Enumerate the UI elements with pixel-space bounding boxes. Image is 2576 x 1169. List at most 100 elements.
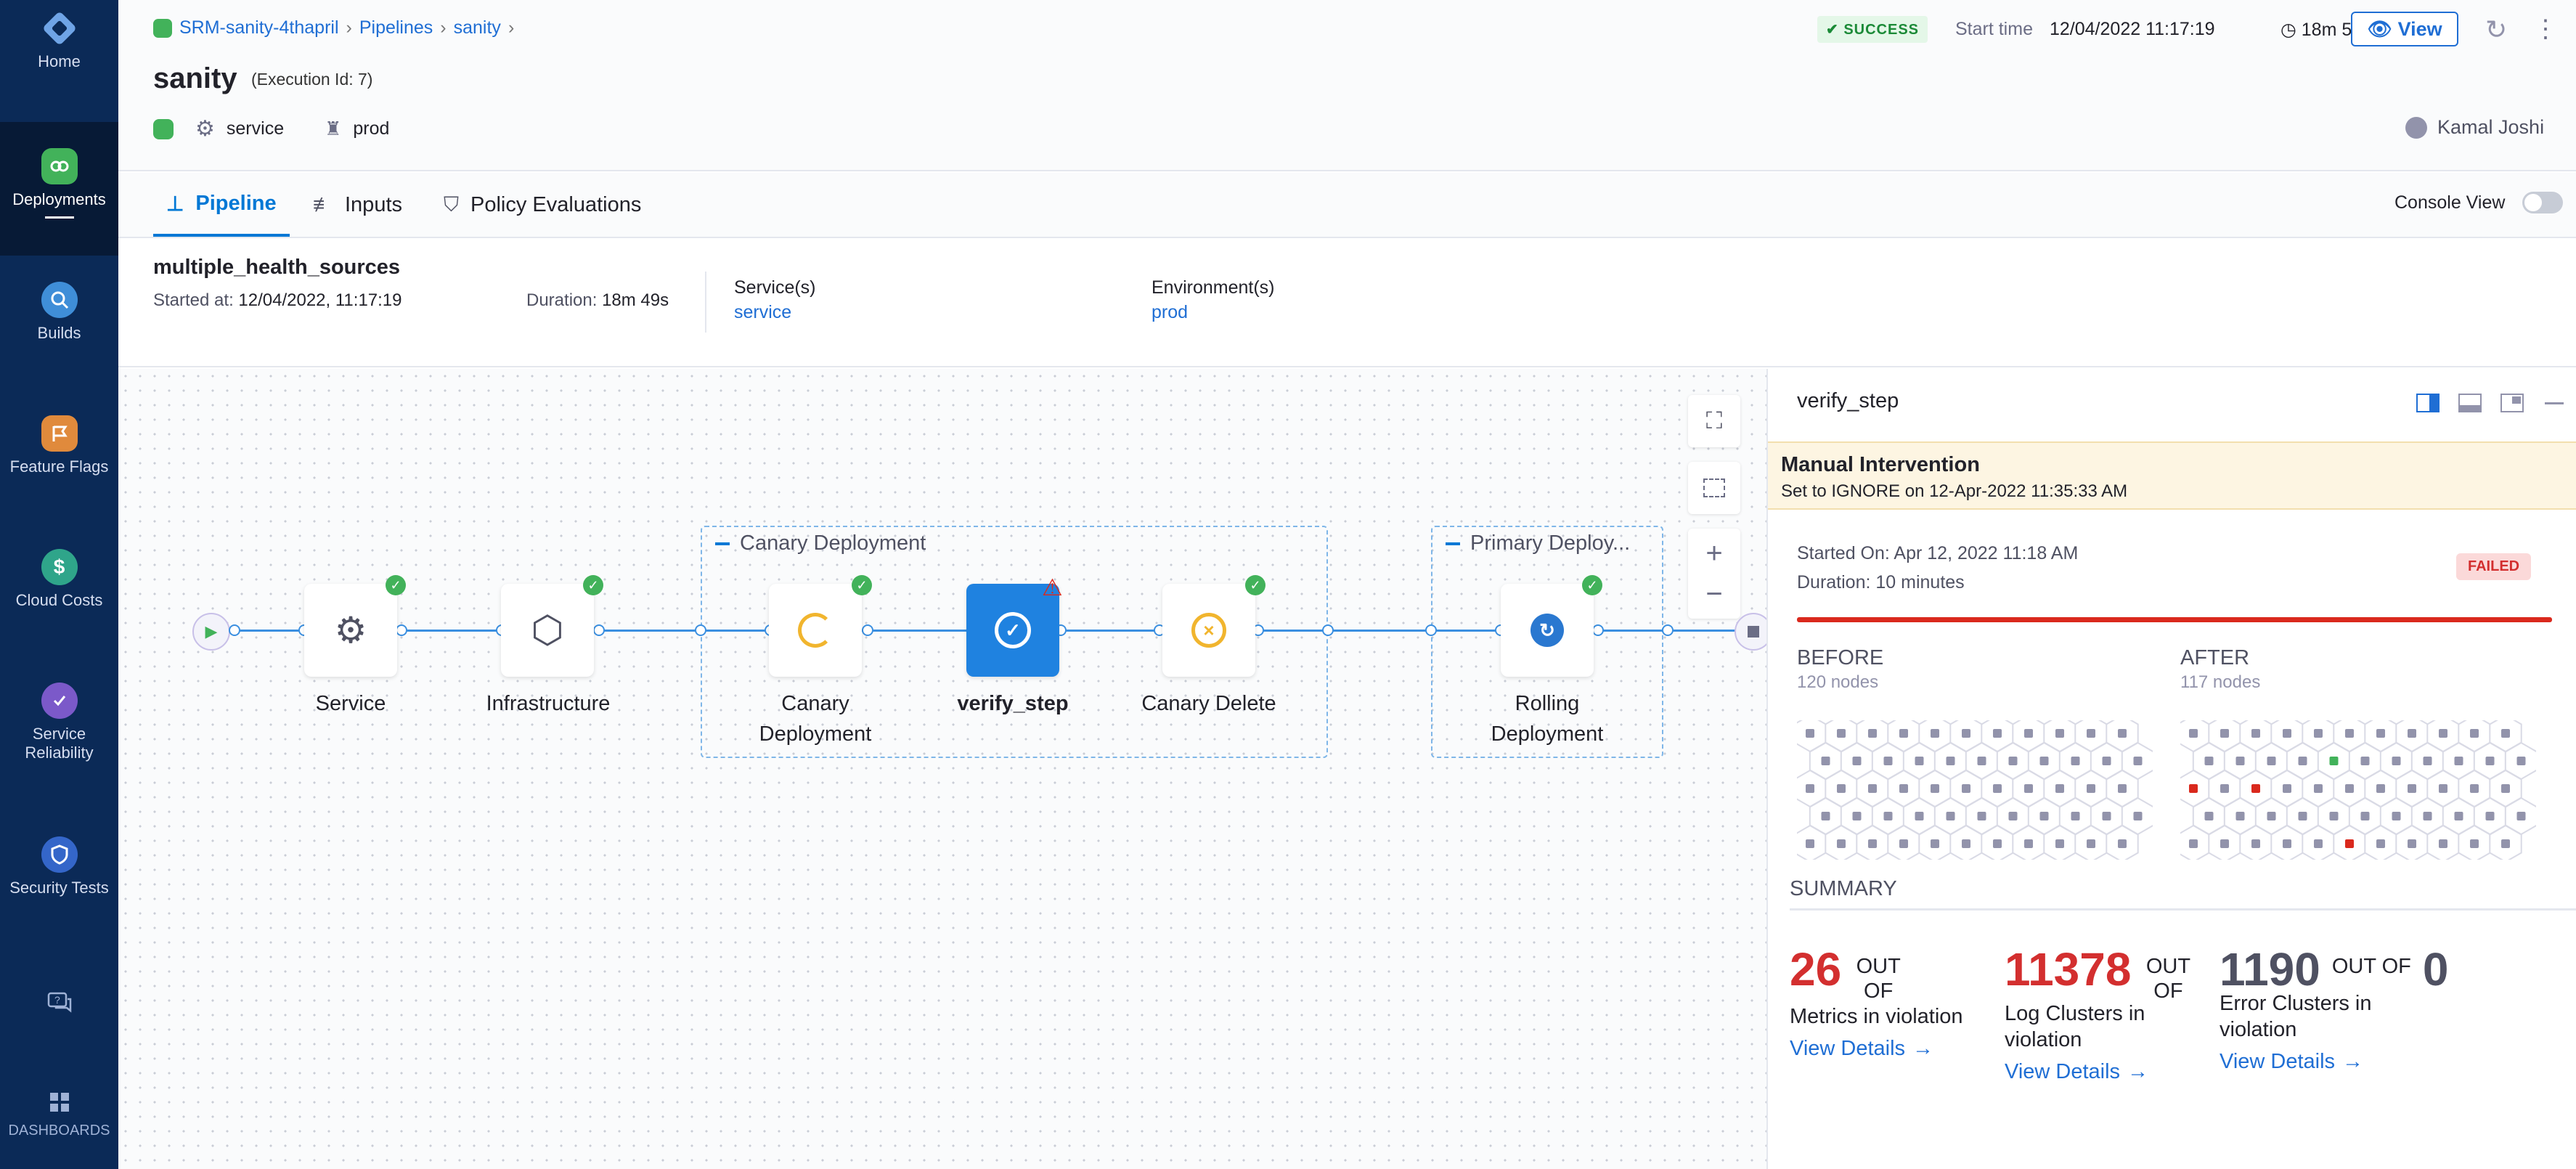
stop-icon (1748, 626, 1759, 638)
canary-delete-node[interactable]: × (1162, 584, 1255, 677)
nav-home[interactable]: Home (0, 10, 118, 105)
rolling-deployment-node[interactable]: ↻ (1501, 584, 1594, 677)
connector-dot (593, 624, 605, 636)
host-node-marker (2189, 784, 2198, 793)
zoom-out-icon[interactable]: − (1705, 578, 1723, 610)
canary-deployment-node-label: Canary Deployment (759, 692, 872, 746)
play-icon: ▶ (205, 622, 218, 640)
progress-bar (1797, 617, 2552, 622)
error-clusters-view-details-link[interactable]: View Details → (2220, 1050, 2452, 1074)
select-area-button[interactable] (1688, 462, 1740, 514)
panel-title: verify_step (1797, 389, 1899, 412)
host-node-marker (2345, 784, 2354, 793)
clock-icon: ◷ (2281, 20, 2296, 40)
host-node-marker (2118, 839, 2127, 848)
tab-policy-evaluations[interactable]: ⛉ Policy Evaluations (444, 173, 641, 237)
pipeline-icon: ⊥ (166, 192, 184, 215)
nav-cloud-costs[interactable]: $ Cloud Costs (0, 549, 118, 610)
services-value[interactable]: service (734, 302, 792, 322)
split-right-icon[interactable] (2416, 394, 2440, 412)
host-node-marker (2039, 757, 2049, 765)
breadcrumb-pipelines[interactable]: Pipelines (359, 17, 433, 38)
nav-feature-flags[interactable]: Feature Flags (0, 415, 118, 476)
nav-help[interactable]: ? (0, 985, 118, 1021)
log-clusters-view-details-link[interactable]: View Details → (2005, 1060, 2208, 1084)
deployments-icon (153, 118, 174, 139)
gear-icon: ⚙ (334, 610, 367, 651)
host-node-marker (2204, 757, 2214, 765)
toggle-switch[interactable] (2522, 192, 2564, 213)
selection-box-icon (1703, 478, 1725, 497)
infrastructure-node[interactable]: ⬡ (501, 584, 594, 677)
host-node-marker (2102, 812, 2111, 820)
host-node-marker (2314, 839, 2323, 848)
end-node[interactable] (1735, 613, 1772, 651)
connector-dot (695, 624, 706, 636)
tab-inputs[interactable]: ≢ Inputs (313, 173, 402, 237)
host-node-marker (1852, 757, 1862, 765)
start-node[interactable]: ▶ (192, 613, 230, 651)
environment-icon: ♜ (325, 118, 342, 139)
host-node-marker (2220, 729, 2229, 738)
refresh-icon[interactable]: ↻ (2485, 15, 2508, 44)
collapse-icon[interactable] (715, 542, 730, 545)
fit-to-screen-button[interactable]: ⛶ (1688, 395, 1740, 447)
service-node[interactable]: ⚙ (304, 584, 397, 677)
pipeline-graph-canvas[interactable]: ⛶ + − Canary Deployment Primary Deploy..… (118, 369, 1772, 1169)
nav-security-tests[interactable]: Security Tests (0, 836, 118, 897)
host-node-marker (1931, 729, 1939, 738)
host-node-marker (2189, 839, 2198, 848)
verify-icon: ✓ (995, 612, 1031, 648)
host-node-marker (2008, 812, 2018, 820)
canary-deployment-group[interactable]: Canary Deployment (701, 526, 1328, 758)
nav-dashboards[interactable]: DASHBOARDS (0, 1089, 118, 1140)
verify-step-node[interactable]: ✓ (966, 584, 1059, 677)
canary-icon (798, 613, 833, 648)
environments-value[interactable]: prod (1152, 302, 1189, 322)
infrastructure-node-label: Infrastructure (486, 692, 611, 715)
split-float-icon[interactable] (2500, 394, 2524, 412)
left-navigation: Home Deployments Builds Feature Flags $ … (0, 0, 118, 1169)
nav-builds-label: Builds (37, 324, 81, 342)
host-node-marker (2055, 729, 2064, 738)
arrow-right-icon: → (2127, 1060, 2149, 1083)
more-options-icon[interactable]: ⋮ (2533, 15, 2558, 43)
host-node-marker (2087, 839, 2095, 848)
host-node-marker (1806, 729, 1814, 738)
collapse-icon[interactable] (1446, 542, 1460, 545)
connector-dot (862, 624, 873, 636)
host-node-marker (2408, 729, 2416, 738)
console-view-toggle[interactable]: Console View (2394, 192, 2564, 213)
nav-feature-flags-label: Feature Flags (9, 457, 109, 476)
host-node-marker (1868, 784, 1877, 793)
error-clusters-count: 1190 (2220, 943, 2320, 995)
host-node-marker (2055, 839, 2064, 848)
host-node-marker (2376, 784, 2385, 793)
user-name: Kamal Joshi (2437, 116, 2545, 138)
nav-deployments[interactable]: Deployments (0, 122, 118, 256)
tab-pipeline[interactable]: ⊥ Pipeline (153, 173, 290, 237)
nav-builds[interactable]: Builds (0, 282, 118, 343)
before-node-hexgrid[interactable] (1797, 720, 2153, 860)
zoom-in-icon[interactable]: + (1705, 537, 1723, 569)
view-button[interactable]: 👁 View (2351, 12, 2458, 46)
canary-deployment-node[interactable] (769, 584, 862, 677)
breadcrumb-project[interactable]: SRM-sanity-4thapril (179, 17, 339, 38)
breadcrumb-pipeline[interactable]: sanity (453, 17, 501, 38)
success-check-icon: ✓ (583, 575, 603, 595)
connector-dot (1322, 624, 1334, 636)
host-node-marker (1821, 812, 1830, 820)
split-bottom-icon[interactable] (2458, 394, 2482, 412)
metrics-view-details-link[interactable]: View Details → (1790, 1037, 1986, 1061)
primary-group-label: Primary Deploy... (1470, 531, 1631, 555)
success-check-icon: ✓ (1582, 575, 1602, 595)
view-details-label: View Details (2220, 1050, 2336, 1073)
policy-shield-icon: ⛉ (444, 192, 460, 216)
after-node-hexgrid[interactable] (2180, 720, 2536, 860)
primary-deployment-group[interactable]: Primary Deploy... (1431, 526, 1663, 758)
host-node-marker (2454, 812, 2463, 820)
verify-step-node-label: verify_step (957, 692, 1069, 715)
environment-name: prod (353, 118, 390, 139)
minimize-icon[interactable] (2545, 402, 2564, 404)
nav-service-reliability[interactable]: Service Reliability (0, 683, 118, 762)
